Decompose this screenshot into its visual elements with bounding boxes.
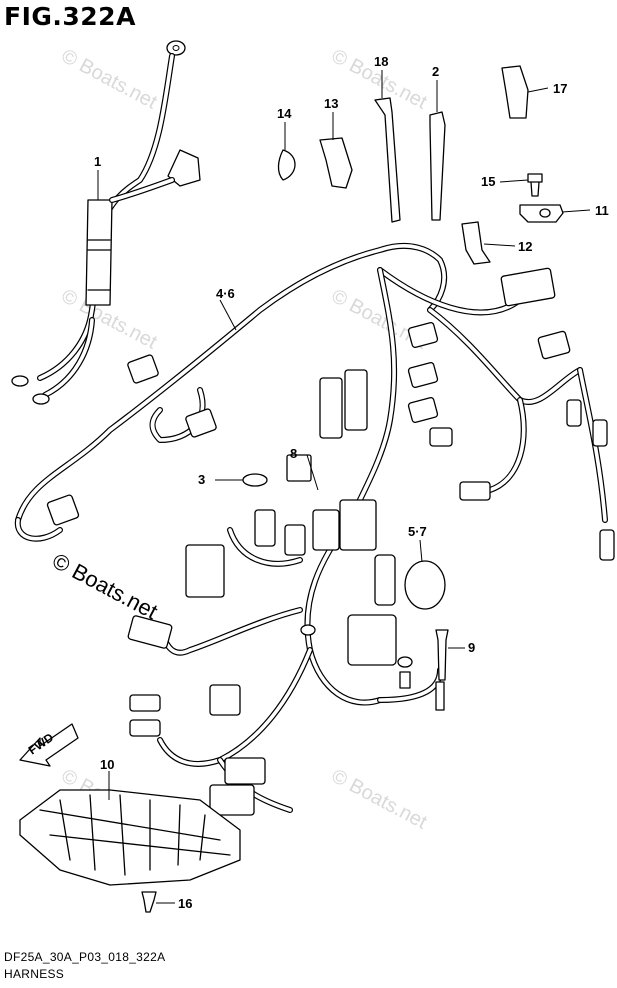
callout-17: 17 [553,81,567,96]
battery-cable-part [11,40,201,405]
callout-1: 1 [94,154,101,169]
small-parts [19,65,564,913]
callouts: 1 2 3 4·6 5·7 8 9 10 11 12 13 14 15 16 1… [94,54,609,911]
callout-13: 13 [324,96,338,111]
callout-11: 11 [595,203,609,218]
faint-watermarks: © Boats.net © Boats.net © Boats.net © Bo… [58,45,431,834]
watermark-faint: © Boats.net [58,45,161,114]
figure-title: FIG.322A [4,2,136,31]
leader-lines [97,70,591,904]
diagram-code: DF25A_30A_P03_018_322A [4,950,166,964]
fwd-arrow: FWD [19,723,79,767]
watermark-faint: © Boats.net [328,765,431,834]
callout-4-6: 4·6 [216,286,235,301]
callout-2: 2 [432,64,439,79]
callout-15: 15 [481,174,495,189]
callout-12: 12 [518,239,532,254]
callout-3: 3 [198,472,205,487]
harness-connectors [46,267,615,816]
callout-18: 18 [374,54,388,69]
callout-14: 14 [277,106,292,121]
main-harness-part [14,242,608,813]
callout-5-7: 5·7 [408,524,427,539]
callout-16: 16 [178,896,192,911]
callout-9: 9 [468,640,475,655]
callout-8: 8 [290,446,297,461]
diagram-caption: HARNESS [4,967,65,981]
callout-10: 10 [100,757,114,772]
